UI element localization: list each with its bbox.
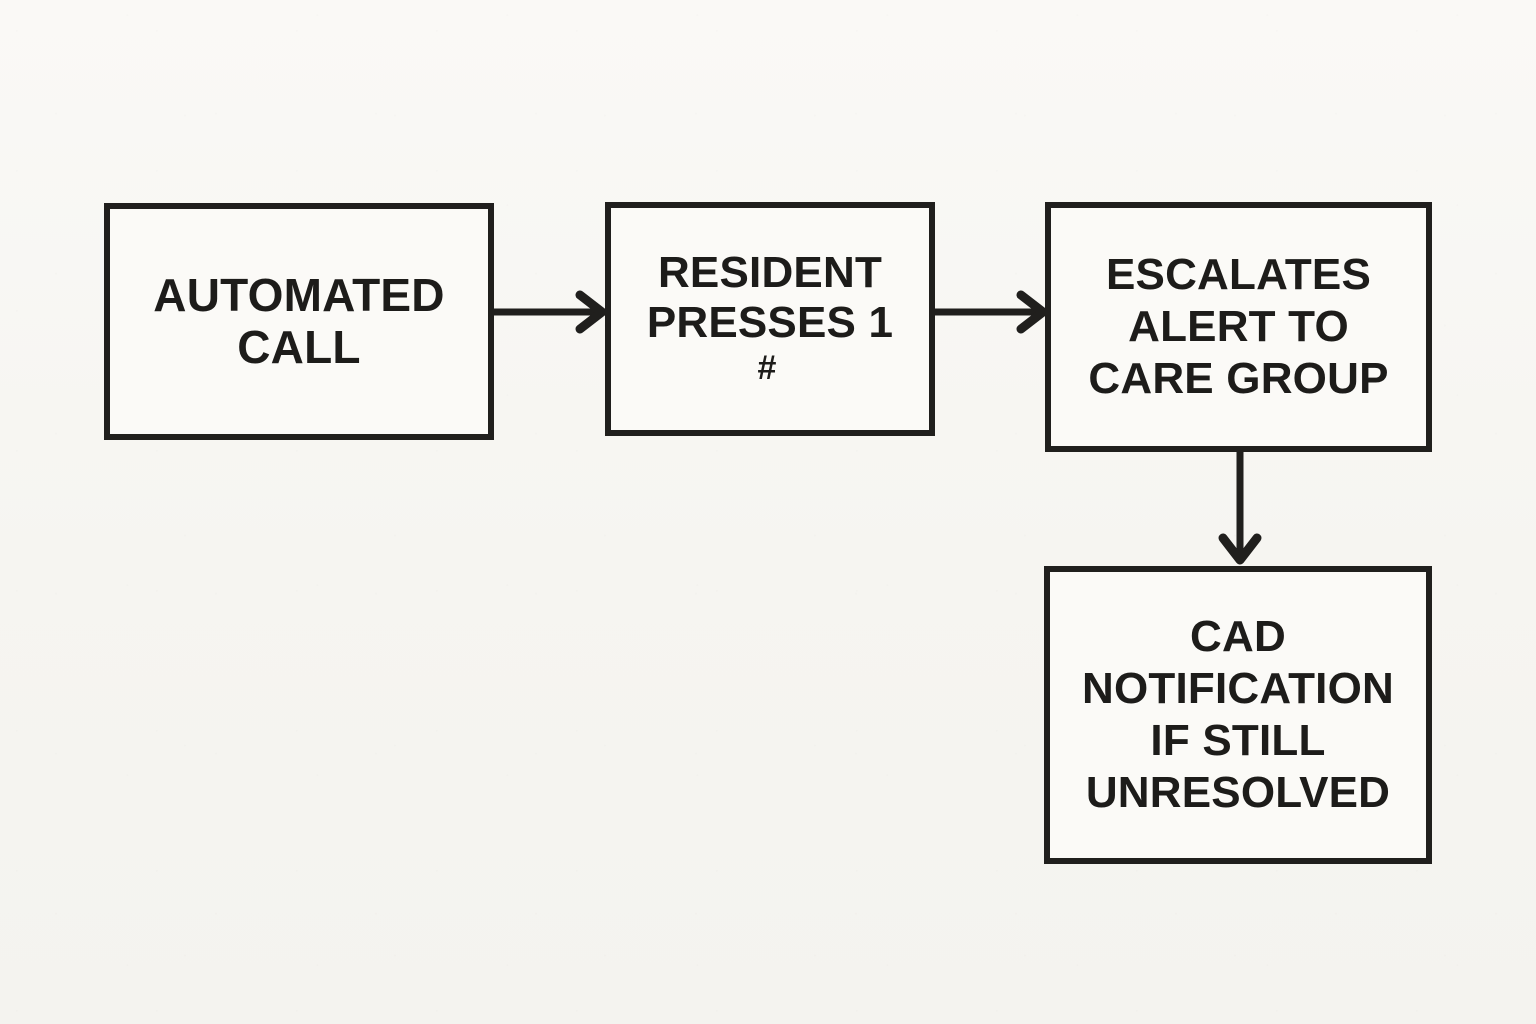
flow-arrow-resident-to-escalate (929, 288, 1053, 340)
flow-node-automated-call-label: AUTOMATED CALL (153, 268, 445, 373)
flow-node-cad-notification-label: CAD NOTIFICATION IF STILL UNRESOLVED (1082, 612, 1394, 817)
flow-node-resident-presses[interactable]: RESIDENT PRESSES 1# (605, 202, 935, 436)
flow-node-resident-presses-hash-text: # (757, 349, 777, 388)
flow-node-escalates-alert[interactable]: ESCALATES ALERT TO CARE GROUP (1045, 202, 1432, 452)
flow-node-cad-notification[interactable]: CAD NOTIFICATION IF STILL UNRESOLVED (1044, 566, 1432, 864)
flow-arrow-escalate-to-cad (1206, 446, 1276, 570)
arrow-head-right-icon (1016, 290, 1048, 334)
arrow-head-down-icon (1218, 533, 1262, 565)
arrow-head-right-icon (575, 290, 607, 334)
flow-arrow-call-to-resident (488, 288, 612, 340)
flow-node-automated-call[interactable]: AUTOMATED CALL (104, 203, 494, 440)
flow-node-escalates-alert-label: ESCALATES ALERT TO CARE GROUP (1088, 250, 1389, 403)
flow-node-resident-presses-main-text: RESIDENT PRESSES 1 (646, 248, 894, 347)
flow-node-resident-presses-label: RESIDENT PRESSES 1# (637, 248, 903, 389)
